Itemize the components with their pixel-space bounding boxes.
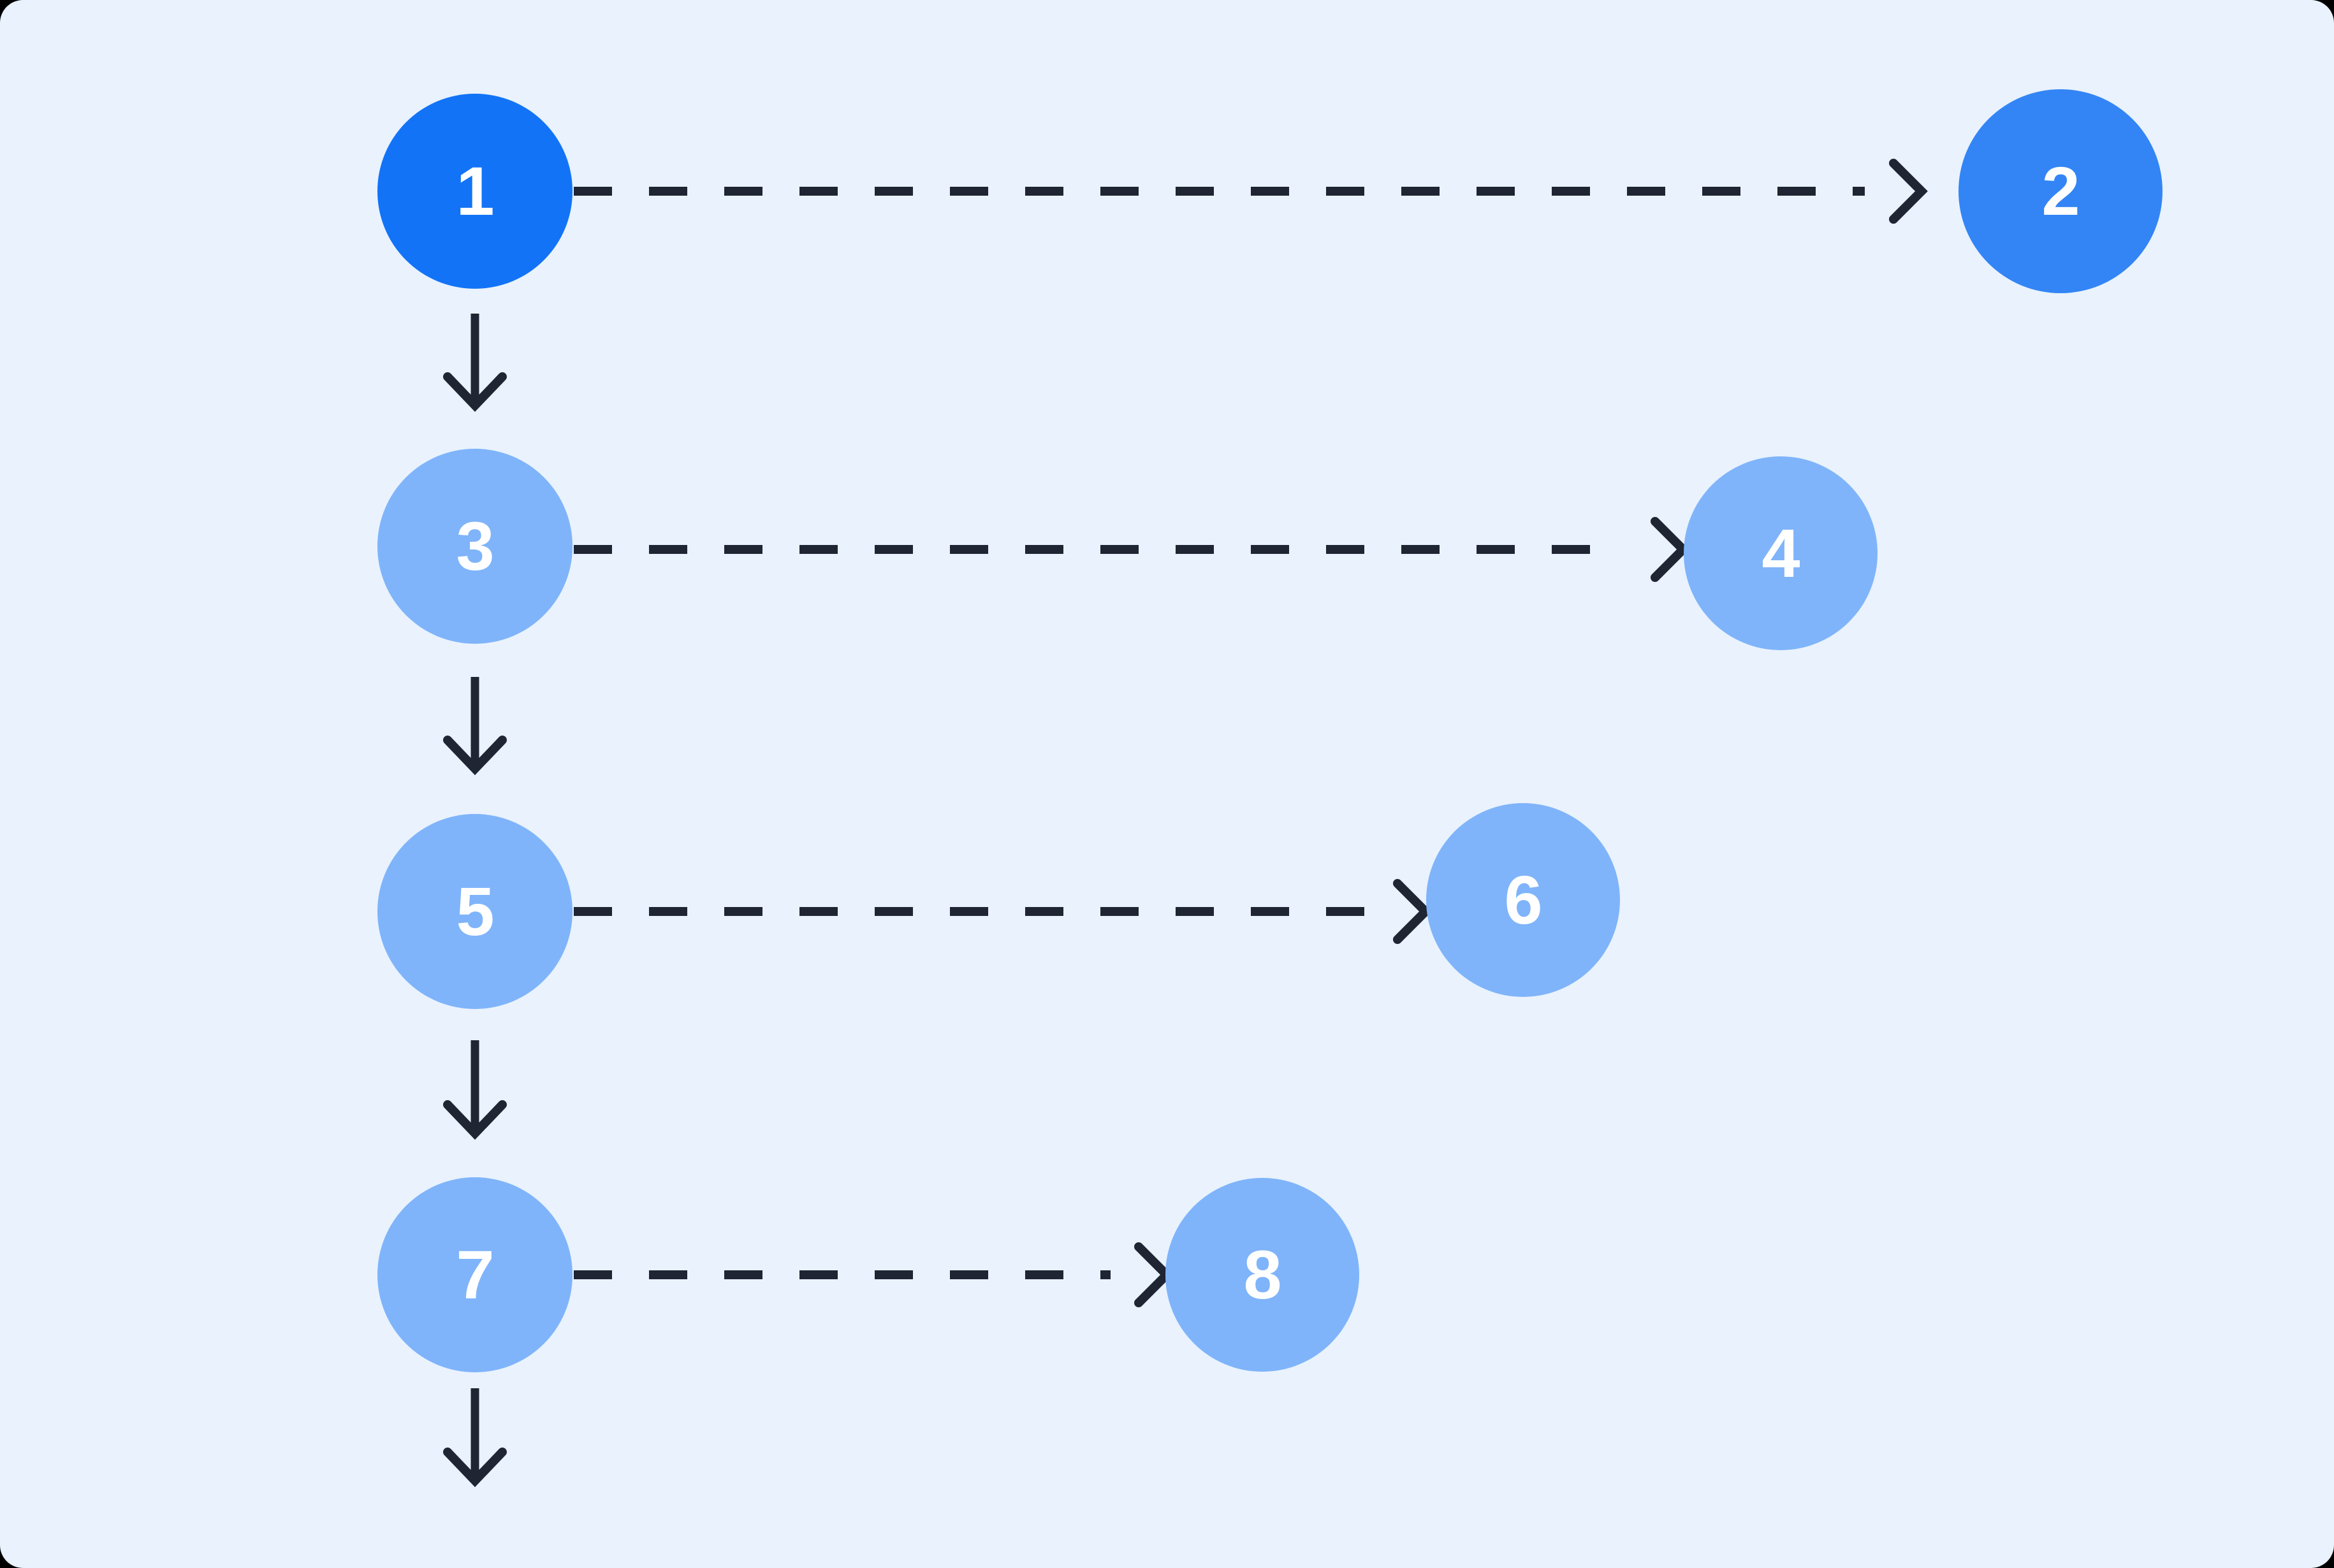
- edge-5-to-6: [574, 879, 1432, 944]
- node-5[interactable]: 5: [377, 814, 573, 1009]
- edge-7-to-next: [443, 1388, 507, 1488]
- node-8[interactable]: 8: [1165, 1178, 1359, 1372]
- node-7-label: 7: [456, 1236, 494, 1313]
- edge-1-to-3-arrowhead: [443, 372, 507, 412]
- edge-1-to-3: [443, 314, 507, 412]
- node-3-label: 3: [456, 507, 494, 584]
- edge-7-to-8-arrowhead: [1134, 1242, 1173, 1307]
- edge-1-to-2: [574, 159, 1928, 224]
- node-4[interactable]: 4: [1684, 456, 1878, 650]
- edge-7-to-next-arrowhead: [443, 1448, 507, 1488]
- edge-3-to-4-arrowhead: [1651, 517, 1689, 582]
- node-8-label: 8: [1243, 1236, 1281, 1313]
- edge-5-to-7: [443, 1040, 507, 1140]
- edge-1-to-2-arrowhead: [1889, 159, 1928, 224]
- node-7[interactable]: 7: [377, 1177, 573, 1372]
- node-4-label: 4: [1761, 514, 1800, 592]
- node-1-label: 1: [456, 152, 494, 229]
- edge-3-to-4: [574, 517, 1689, 582]
- node-5-label: 5: [456, 873, 494, 950]
- node-2-label: 2: [2041, 152, 2080, 229]
- edge-5-to-6-arrowhead: [1393, 879, 1432, 944]
- node-3[interactable]: 3: [377, 449, 573, 644]
- node-6[interactable]: 6: [1426, 803, 1620, 997]
- edge-5-to-7-arrowhead: [443, 1100, 507, 1140]
- edge-3-to-5: [443, 677, 507, 776]
- node-2[interactable]: 2: [1958, 89, 2163, 293]
- node-1[interactable]: 1: [377, 94, 573, 289]
- node-6-label: 6: [1504, 861, 1542, 938]
- edge-3-to-5-arrowhead: [443, 736, 507, 776]
- edge-7-to-8: [574, 1242, 1173, 1307]
